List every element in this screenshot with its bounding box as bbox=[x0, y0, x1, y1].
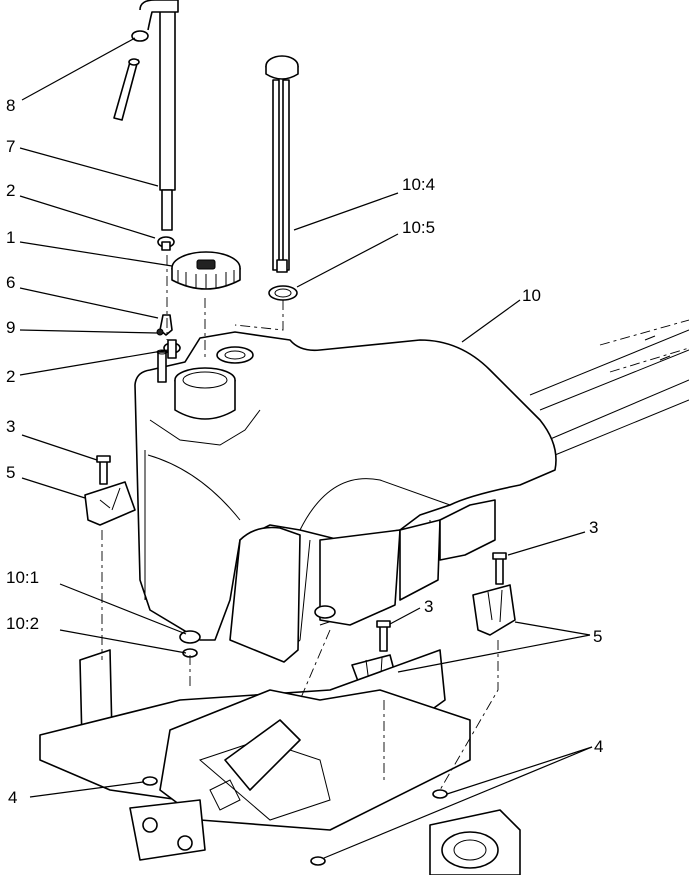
callout-7: 7 bbox=[6, 137, 15, 156]
callout-10-5: 10:5 bbox=[402, 218, 435, 237]
callout-3-left: 3 bbox=[6, 417, 15, 436]
fuel-tank bbox=[134, 331, 557, 663]
callout-labels: 8 7 2 1 6 9 2 3 5 10:4 10:5 10 3 3 5 10:… bbox=[6, 96, 603, 807]
callout-5-left: 5 bbox=[6, 463, 15, 482]
alignment-lines bbox=[101, 255, 499, 791]
callout-9: 9 bbox=[6, 318, 15, 337]
callout-4-left: 4 bbox=[8, 788, 17, 807]
callout-10-2: 10:2 bbox=[6, 614, 39, 633]
callout-2-upper: 2 bbox=[6, 181, 15, 200]
callout-3-right: 3 bbox=[589, 518, 598, 537]
fuel-sender bbox=[265, 55, 299, 301]
callout-4-right: 4 bbox=[594, 737, 603, 756]
callout-8: 8 bbox=[6, 96, 15, 115]
chassis-frame bbox=[39, 630, 521, 875]
callout-10-4: 10:4 bbox=[402, 175, 435, 194]
frame-rails bbox=[529, 319, 689, 456]
fuel-cap bbox=[171, 251, 241, 290]
callout-5-right: 5 bbox=[593, 627, 602, 646]
callout-2-lower: 2 bbox=[6, 367, 15, 386]
callout-6: 6 bbox=[6, 273, 15, 292]
callout-10-1: 10:1 bbox=[6, 568, 39, 587]
vent-hose-assembly bbox=[113, 0, 181, 359]
callout-1: 1 bbox=[6, 228, 15, 247]
callout-10: 10 bbox=[522, 286, 541, 305]
leader-lines bbox=[19, 37, 593, 859]
callout-3-middle: 3 bbox=[424, 597, 433, 616]
